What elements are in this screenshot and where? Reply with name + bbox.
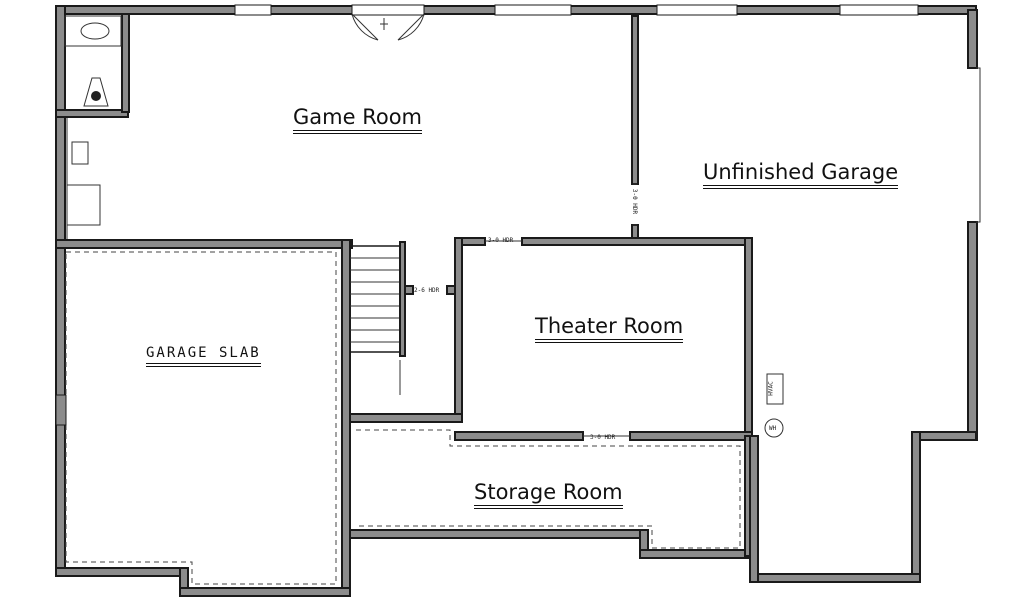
left-exterior-wall [55, 5, 66, 577]
game-garage-wall [631, 15, 639, 185]
garage-slab-walls [55, 239, 353, 597]
storage-room-walls [349, 413, 759, 583]
theater-room-label: Theater Room [535, 314, 684, 343]
bathroom [55, 13, 130, 240]
mechanical-equipment [764, 373, 784, 438]
water-heater-label: WH [769, 425, 777, 432]
double-door [351, 13, 425, 41]
unfinished-garage-label: Unfinished Garage [703, 160, 899, 189]
top-exterior-wall [55, 4, 977, 16]
header-label-theater-top: 3-0 HDR [488, 237, 514, 244]
storage-room-label: Storage Room [474, 480, 623, 509]
header-label-garage-wall: 3-0 HDR [631, 188, 639, 215]
header-label-stair: 2-6 HDR [414, 287, 440, 294]
game-room-label: Game Room [293, 105, 422, 134]
garage-exterior-walls [749, 9, 981, 583]
header-label-storage: 3-0 HDR [590, 434, 616, 441]
garage-slab-label: GARAGE SLAB [146, 345, 261, 367]
hvac-label: HVAC [767, 381, 775, 396]
stairs [350, 241, 456, 395]
